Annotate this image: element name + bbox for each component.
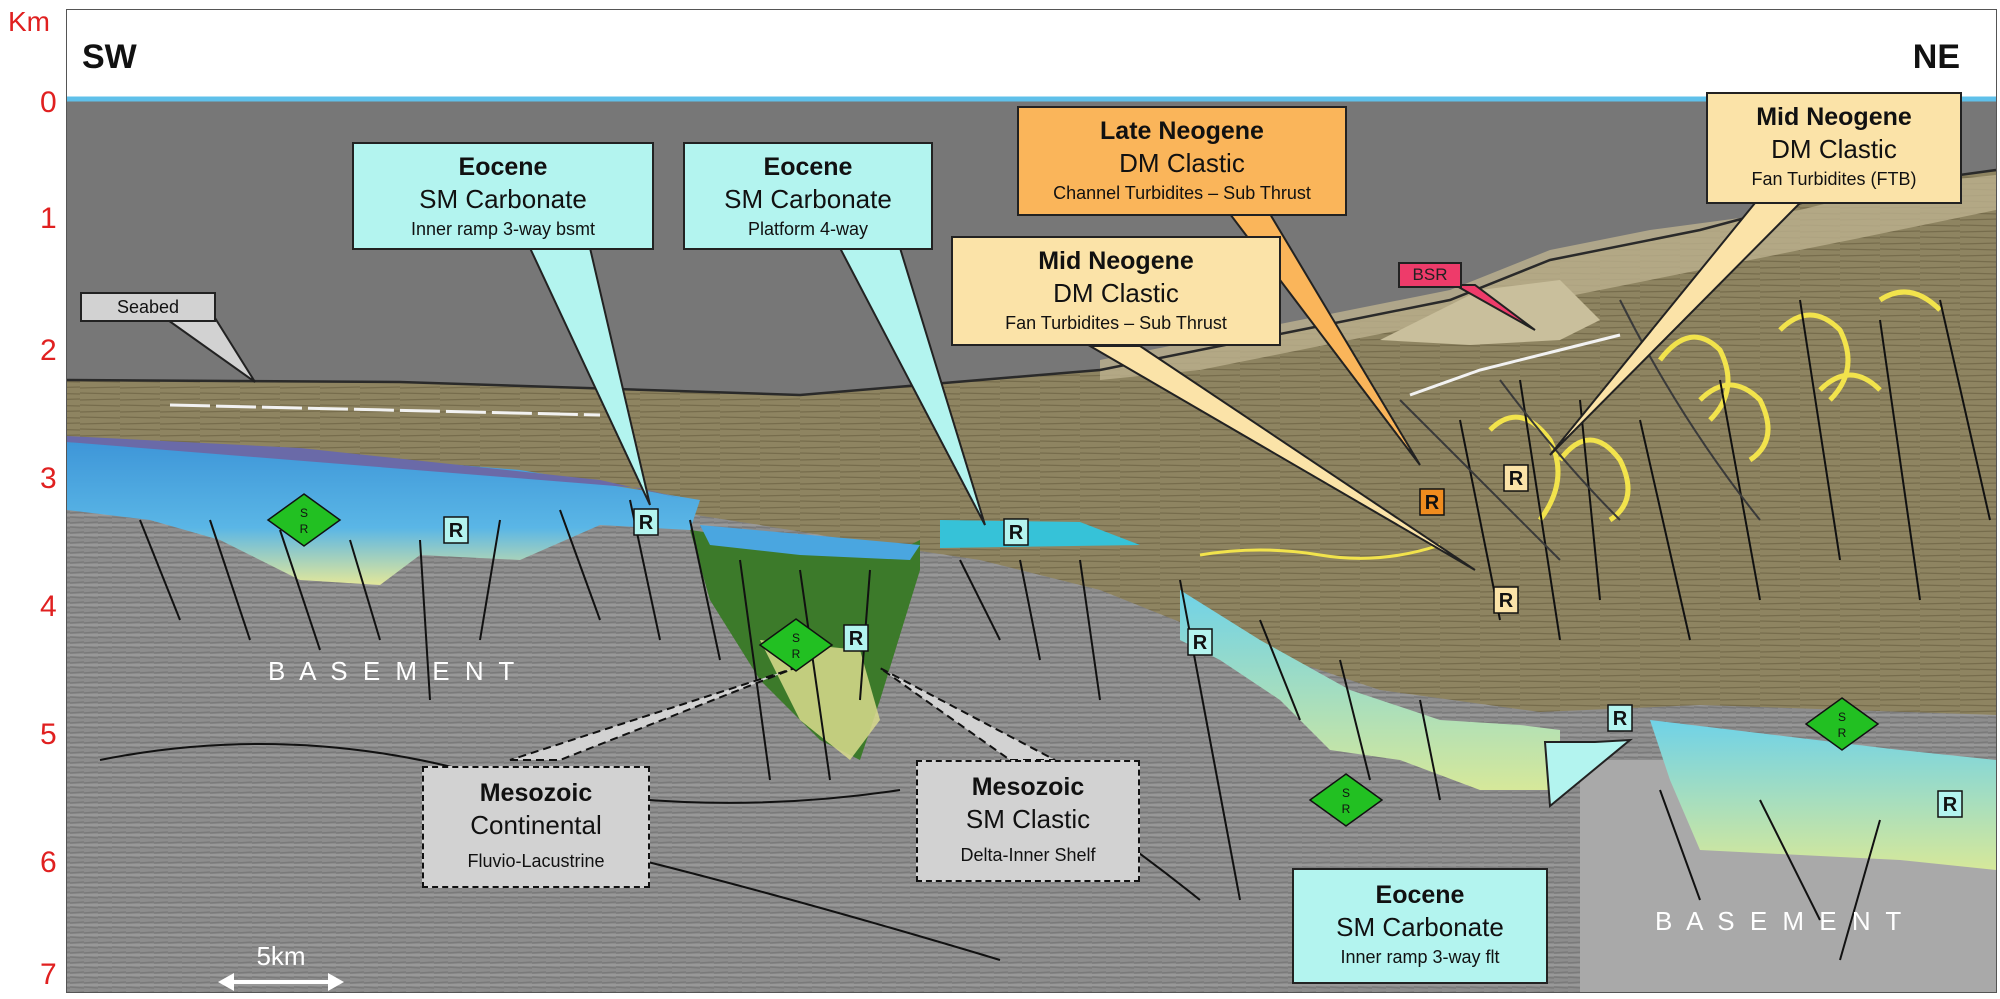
callout-title: Late Neogene <box>1100 117 1264 145</box>
axis-tick-2: 2 <box>40 334 57 367</box>
graben-carbonate <box>700 525 920 560</box>
reservoir-marker: R <box>1937 790 1963 818</box>
source-label: S <box>1342 786 1350 800</box>
callout-mid-neogene-ftb: Mid Neogene DM Clastic Fan Turbidites (F… <box>1706 92 1962 204</box>
source-rock-markers: S R S R S R S R <box>266 493 1880 827</box>
callout-title: Mesozoic <box>479 779 593 807</box>
eocene-carbonate-ne <box>1180 590 1560 790</box>
axis-tick-7: 7 <box>40 958 57 991</box>
scale-bar: 5km <box>218 941 344 991</box>
source-diamond: S R <box>266 493 342 547</box>
callout-line: SM Clastic <box>965 804 1091 835</box>
callout-line: SM Carbonate <box>724 184 892 215</box>
basement-label-right: B A S E M E N T <box>1655 906 1905 936</box>
reservoir-marker-tan: R <box>1503 464 1529 492</box>
source-diamond: S R <box>758 618 834 672</box>
basement-label-left: B A S E M E N T <box>268 656 518 686</box>
svg-text:R: R <box>639 512 654 534</box>
source-diamond: S R <box>1308 773 1384 827</box>
svg-text:R: R <box>449 520 464 542</box>
reservoir-marker: R <box>843 624 869 652</box>
callout-sub: Inner ramp 3-way flt <box>1340 946 1500 967</box>
callout-sub: Inner ramp 3-way bsmt <box>410 218 596 239</box>
eocene-top-band <box>67 436 680 498</box>
reservoir-marker: R <box>1187 628 1213 656</box>
reservoir-marker: R <box>443 516 469 544</box>
callout-eocene-platform: Eocene SM Carbonate Platform 4-way <box>683 142 933 250</box>
axis-tick-6: 6 <box>40 846 57 879</box>
reservoir-markers: R R R R R R R R R R <box>443 464 1963 818</box>
callout-title: Mesozoic <box>971 773 1085 801</box>
dashed-pointers <box>509 667 1056 761</box>
callout-line: SM Carbonate <box>419 184 587 215</box>
svg-text:R: R <box>849 628 864 650</box>
axis-tick-4: 4 <box>40 590 57 623</box>
source-sublabel: R <box>300 522 309 536</box>
seabed-reflector <box>169 403 601 417</box>
svg-text:R: R <box>1943 794 1958 816</box>
callout-title: Mid Neogene <box>1038 247 1194 275</box>
callout-line: SM Carbonate <box>1336 912 1504 943</box>
reservoir-marker: R <box>1607 704 1633 732</box>
bsr-tag: BSR <box>1398 262 1462 288</box>
callout-title: Eocene <box>1375 881 1465 909</box>
callout-line: Continental <box>470 810 602 841</box>
source-sublabel: R <box>792 647 801 661</box>
source-sublabel: R <box>1342 802 1351 816</box>
reservoir-marker-orange: R <box>1419 488 1445 516</box>
header-strip <box>67 10 1996 98</box>
source-diamond: S R <box>1804 697 1880 751</box>
eocene-carbonate-far-ne <box>1650 720 1996 870</box>
yellow-horizon-low <box>1199 543 1441 560</box>
callout-eocene-inner-ramp-bsmt: Eocene SM Carbonate Inner ramp 3-way bsm… <box>352 142 654 250</box>
callout-title: Eocene <box>763 153 853 181</box>
svg-text:R: R <box>1499 590 1514 612</box>
source-label: S <box>792 631 800 645</box>
reservoir-marker-tan: R <box>1493 586 1519 614</box>
ridge-crest <box>1380 280 1600 345</box>
callout-line: DM Clastic <box>1119 148 1245 179</box>
axis-tick-0: 0 <box>40 86 57 119</box>
callout-sub: Fan Turbidites – Sub Thrust <box>1005 312 1227 333</box>
source-label: S <box>300 506 308 520</box>
callout-sub: Fan Turbidites (FTB) <box>1751 168 1917 189</box>
callout-mid-neogene-sub-thrust: Mid Neogene DM Clastic Fan Turbidites – … <box>951 236 1281 346</box>
callout-late-neogene: Late Neogene DM Clastic Channel Turbidit… <box>1017 106 1347 216</box>
callout-mesozoic-sm-clastic: Mesozoic SM Clastic Delta-Inner Shelf <box>916 760 1140 882</box>
thrust-lines <box>1399 299 1761 561</box>
svg-text:R: R <box>1009 522 1024 544</box>
direction-sw: SW <box>82 38 138 76</box>
callout-title: Eocene <box>458 153 548 181</box>
callout-sub: Channel Turbidites – Sub Thrust <box>1053 182 1311 203</box>
direction-ne: NE <box>1913 38 1960 76</box>
yellow-horizons <box>1488 289 1942 523</box>
platform-carbonate <box>940 520 1140 548</box>
graben-clastic <box>760 640 880 760</box>
callout-sub: Fluvio-Lacustrine <box>467 850 605 871</box>
svg-text:R: R <box>1613 708 1628 730</box>
axis-unit: Km <box>8 6 50 37</box>
svg-text:R: R <box>1425 492 1440 514</box>
bsr-pointer <box>1451 284 1536 331</box>
axis-tick-5: 5 <box>40 718 57 751</box>
source-sublabel: R <box>1838 726 1847 740</box>
svg-text:R: R <box>1193 632 1208 654</box>
callout-title: Mid Neogene <box>1756 103 1912 131</box>
scale-bar-label: 5km <box>256 941 305 971</box>
callout-sub: Delta-Inner Shelf <box>960 844 1096 865</box>
reservoir-marker: R <box>633 508 659 536</box>
callout-mesozoic-continental: Mesozoic Continental Fluvio-Lacustrine <box>422 766 650 888</box>
svg-text:R: R <box>1509 468 1524 490</box>
seabed-tag: Seabed <box>80 292 216 322</box>
reservoir-marker: R <box>1003 518 1029 546</box>
axis-tick-3: 3 <box>40 462 57 495</box>
axis-tick-1: 1 <box>40 202 57 235</box>
bsr-reflector <box>1409 333 1621 397</box>
callout-line: DM Clastic <box>1053 278 1179 309</box>
callout-eocene-inner-ramp-flt: Eocene SM Carbonate Inner ramp 3-way flt <box>1292 868 1548 984</box>
callout-sub: Platform 4-way <box>747 218 869 239</box>
callout-line: DM Clastic <box>1771 134 1897 165</box>
source-label: S <box>1838 710 1846 724</box>
